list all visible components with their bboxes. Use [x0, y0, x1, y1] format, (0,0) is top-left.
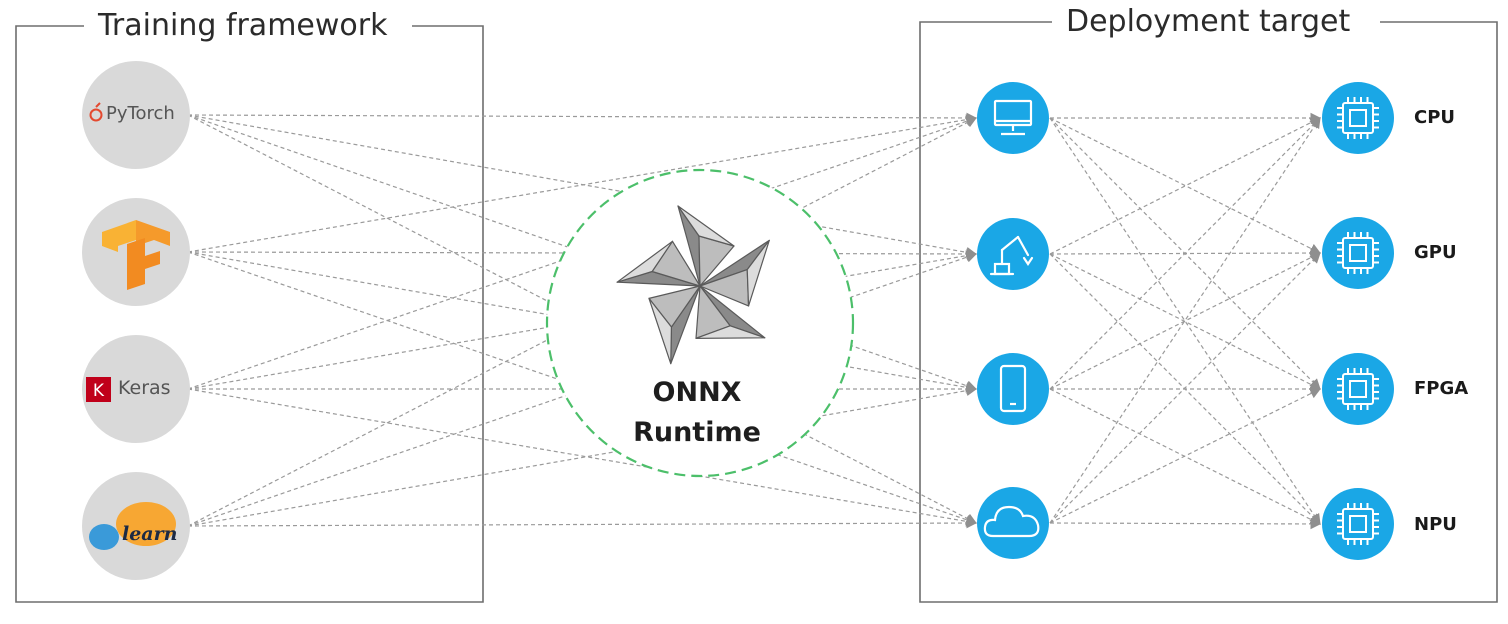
training-framework-box — [15, 25, 484, 603]
framework-node-pytorch — [82, 61, 190, 169]
robot-arm-icon — [989, 235, 1034, 276]
connector-scikit-learn-to-cloud — [187, 517, 978, 529]
connector-cloud-to-fpga — [1049, 388, 1321, 524]
scikit-learn-label: learn — [122, 523, 178, 545]
pytorch-label: PyTorch — [106, 103, 175, 124]
deployment-target-title: Deployment target — [1052, 4, 1365, 40]
connector-scikit-learn-to-mobile — [187, 385, 978, 527]
deployment-target-box — [919, 21, 1498, 603]
connector-desktop-to-gpu — [1049, 117, 1321, 254]
mobile-phone-icon — [999, 364, 1027, 413]
connector-robot-arm-to-cpu — [1049, 117, 1321, 255]
onnx-runtime-title-line2: Runtime — [633, 417, 761, 448]
hardware-node-gpu — [1322, 217, 1394, 289]
device-node-cloud — [977, 487, 1049, 559]
scikit-learn-logo-icon — [89, 502, 176, 550]
framework-node-keras — [82, 335, 190, 443]
device-node-desktop — [977, 82, 1049, 154]
hardware-node-npu — [1322, 488, 1394, 560]
hardware-label-fpga: FPGA — [1414, 378, 1469, 399]
chip-icon — [1337, 368, 1379, 410]
connector-mobile-to-cpu — [1049, 117, 1321, 390]
device-node-mobile — [977, 353, 1049, 425]
tensorflow-logo-icon — [102, 220, 170, 290]
connector-cloud-to-npu — [1049, 518, 1322, 530]
connector-keras-to-cloud — [187, 388, 978, 527]
hardware-node-cpu — [1322, 82, 1394, 154]
hardware-node-fpga — [1322, 353, 1394, 425]
onnx-runtime-pinwheel-icon — [616, 205, 770, 365]
device-node-robot-arm — [977, 218, 1049, 290]
cloud-icon — [983, 505, 1040, 538]
chip-icon — [1337, 503, 1379, 545]
svg-text:K: K — [93, 381, 105, 401]
training-framework-title: Training framework — [84, 8, 402, 44]
connector-cloud-to-gpu — [1049, 252, 1321, 524]
chip-icon — [1337, 232, 1379, 274]
connector-desktop-to-npu — [1049, 117, 1321, 525]
hardware-label-cpu: CPU — [1414, 107, 1456, 128]
keras-label: Keras — [118, 377, 171, 399]
connector-tensorflow-to-desktop — [187, 114, 978, 253]
onnx-runtime-title-line1: ONNX — [652, 377, 742, 408]
desktop-computer-icon — [993, 99, 1033, 136]
hardware-label-gpu: GPU — [1414, 242, 1457, 263]
keras-logo-icon: K — [86, 377, 111, 402]
hardware-label-npu: NPU — [1414, 514, 1457, 535]
connector-pytorch-to-desktop — [187, 112, 978, 124]
pytorch-flame-icon — [89, 102, 103, 122]
chip-icon — [1337, 97, 1379, 139]
connector-mobile-to-gpu — [1049, 252, 1321, 390]
